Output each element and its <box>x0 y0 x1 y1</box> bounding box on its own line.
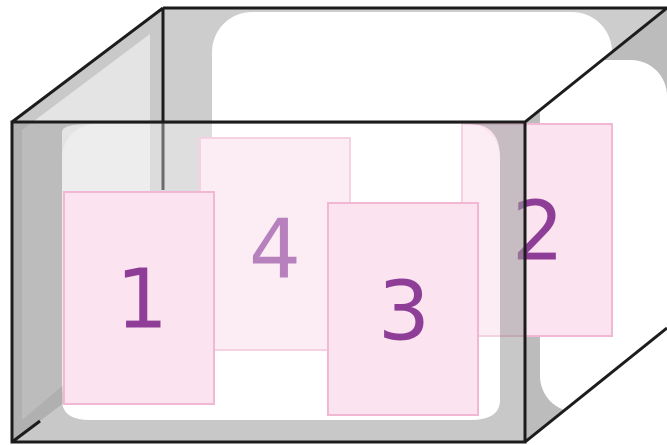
back-edges <box>161 6 667 190</box>
front-edges <box>10 6 667 444</box>
card-1-label: 1 <box>116 253 168 348</box>
card-4: 4 <box>199 137 351 351</box>
card-4-label: 4 <box>249 203 301 298</box>
card-1: 1 <box>63 191 215 405</box>
card-3: 3 <box>327 202 479 416</box>
card-3-label: 3 <box>378 265 430 360</box>
card-2: 2 <box>461 123 613 337</box>
